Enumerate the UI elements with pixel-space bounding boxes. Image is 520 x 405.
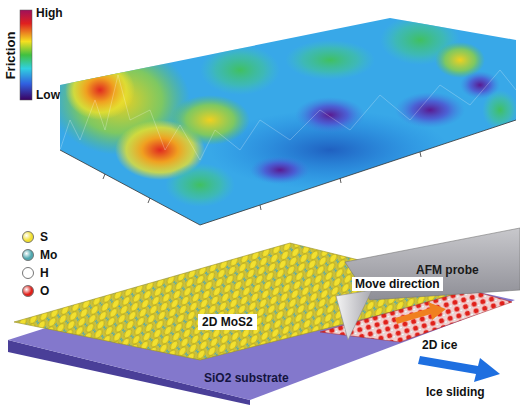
legend-text: Mo <box>40 248 57 262</box>
node-text: AFM probe <box>416 263 479 277</box>
axis-title: Friction <box>3 31 18 81</box>
node-text: SiO2 substrate <box>204 371 289 385</box>
legend-item: S <box>22 230 48 244</box>
substrate-band: SiO2 substrate <box>200 370 293 386</box>
node-text: 2D ice <box>422 338 457 352</box>
motion-label: Ice sliding <box>426 385 485 399</box>
atom-swatch <box>22 285 34 297</box>
legend-text: H <box>40 266 49 280</box>
legend-text: O <box>40 284 49 298</box>
material-box: 2D ice <box>418 337 461 353</box>
node-text: 2D MoS2 <box>202 315 253 329</box>
legend-item: H <box>22 266 49 280</box>
legend-item: Mo <box>22 248 57 262</box>
material-box: 2D MoS2 <box>198 314 257 330</box>
atom-swatch <box>22 267 34 279</box>
legend-item: O <box>22 284 49 298</box>
scale-label: High <box>36 6 63 20</box>
motion-label: Move direction <box>352 277 443 291</box>
probe-label: AFM probe <box>412 262 483 278</box>
atom-swatch <box>22 231 34 243</box>
legend-text: S <box>40 230 48 244</box>
scale-label: Low <box>36 88 60 102</box>
atom-swatch <box>22 249 34 261</box>
